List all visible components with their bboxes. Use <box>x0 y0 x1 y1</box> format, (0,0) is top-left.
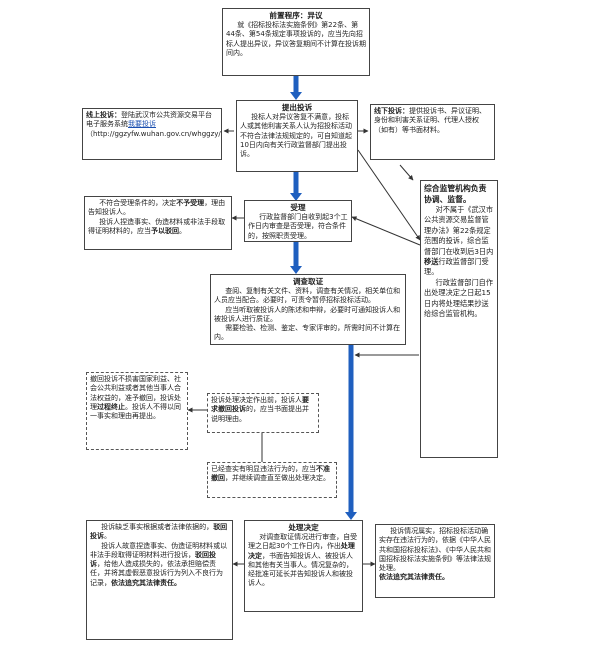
decision-text-3: ，书面告知投诉人、被投诉人和其他有关当事人。情况复杂的，经批准可延长并告知投诉人… <box>248 551 353 588</box>
main-flow-arrows <box>293 76 354 512</box>
decision-box: 处理决定 对调查取证情况进行审查，自受理之日起30个工作日内，作出处理决定，书面… <box>244 520 363 612</box>
withdraw-terminate-text-2: 过程终止 <box>97 402 125 411</box>
offline-complaint-text: 提供投诉书、异议证明、身份和利害关系证明、代理人授权（如有）等书面材料。 <box>374 107 486 134</box>
investigate-title: 调查取证 <box>292 277 324 286</box>
violation-text-2: 依法追究其法律责任。 <box>379 573 449 582</box>
accept-box: 受理 行政监督部门自收到起3个工作日内审查是否受理，符合条件的，按照职责受理。 <box>244 200 352 242</box>
supervision-text-3: 行政监督部门自作出处理决定之日起15日内将处理结果抄送给综合监管机构。 <box>424 277 494 319</box>
transfer-text: 移送 <box>424 257 439 267</box>
withdraw-request-box: 投诉处理决定作出前，投诉人要求撤回投诉的，应当书面提出并说明理由。 <box>207 393 319 433</box>
reject-text-6: 。 <box>179 226 186 235</box>
reject-text-3: ，理由告知投诉人。 <box>88 199 226 217</box>
investigate-text-2: 应当听取被投诉人的陈述和申辩，必要时可通知投诉人和被投诉人进行质证。 <box>214 305 401 323</box>
withdraw-request-text-2: 要求撤回投诉 <box>211 396 309 414</box>
dismiss-complaint-box: 投诉缺乏事实根据或者法律依据的，驳回投诉。 投诉人故意捏造事实、伪造证明材料或以… <box>86 520 233 640</box>
investigate-box: 调查取证 查阅、复制有关文件、资料，调查有关情况，相关单位和人员应当配合。必要时… <box>210 274 406 345</box>
no-withdraw-text-3: ，并继续调查直至做出处理决定。 <box>225 474 330 483</box>
dismiss-text-3: 。 <box>104 532 111 541</box>
violation-text-1: 投诉情况属实，招标投标活动确实存在违法行为的，依据《中华人民共和国招标投标法》、… <box>379 527 491 573</box>
submit-complaint-title: 提出投诉 <box>281 103 313 112</box>
dismiss-text-2: 驳回投诉 <box>90 523 228 541</box>
side-connectors <box>187 128 421 567</box>
investigate-text-3: 需要检验、检测、鉴定、专家评审的，所需时间不计算在内。 <box>214 324 401 342</box>
no-withdraw-text-1: 已经查实有明显违法行为的，应当 <box>211 465 316 473</box>
dismiss-text-5: 驳回投诉 <box>90 550 216 569</box>
online-complaint-box: 线上投诉：登陆武汉市公共资源交易平台电子服务系统我要投诉（http://ggzy… <box>82 108 222 160</box>
decision-title: 处理决定 <box>288 523 319 532</box>
supervision-text-2: 行政监督部门受理。 <box>424 257 489 277</box>
supervision-box: 综合监管机构负责协调、监督。 对不属于《武汉市公共资源交易监督管理办法》第22条… <box>420 180 498 458</box>
online-complaint-text: 登陆武汉市公共资源交易平台电子服务系统 <box>86 111 212 129</box>
supervision-title: 综合监管机构负责协调、监督。 <box>424 184 487 204</box>
pre-procedure-box: 前置程序：异议 就《招标投标法实施条例》第22条、第44条、第54条规定事项投诉… <box>222 8 370 76</box>
reject-text-2: 不予受理 <box>176 199 205 207</box>
withdraw-terminate-text-3: 。投诉人不得以同一事实和理由再提出。 <box>90 402 181 421</box>
submit-complaint-box: 提出投诉 投标人对异议答复不满意，投标人或其他利害关系人认为招投标活动不符合法律… <box>236 100 358 172</box>
pre-procedure-title: 前置程序：异议 <box>269 11 323 20</box>
dismiss-text-6: ，给他人造成损失的，依法承担赔偿责任，并将其虚假恶意投诉行为列入不良行为记录， <box>90 560 223 587</box>
main-flow-arrowheads <box>290 92 357 520</box>
pre-procedure-text: 就《招标投标法实施条例》第22条、第44条、第54条规定事项投诉的，应当先向招标… <box>226 21 366 57</box>
withdraw-terminate-box: 撤回投诉不损害国家利益、社会公共利益或者其他当事人合法权益的，准予撤回，投诉处理… <box>86 372 188 450</box>
supervision-text-1: 对不属于《武汉市公共资源交易监督管理办法》第22条规定范围的投诉，综合监督部门在… <box>424 205 494 256</box>
reject-text-1: 不符合受理条件的，决定 <box>99 199 177 207</box>
no-withdraw-text-2: 不准撤回 <box>211 465 330 483</box>
submit-complaint-text: 投标人对异议答复不满意，投标人或其他利害关系人认为招投标活动不符合法律法规规定的… <box>240 113 352 159</box>
violation-handling-box: 投诉情况属实，招标投标活动确实存在违法行为的，依据《中华人民共和国招标投标法》、… <box>375 524 495 598</box>
offline-complaint-title: 线下投诉： <box>374 107 409 115</box>
accept-title: 受理 <box>290 203 306 212</box>
accept-text: 行政监督部门自收到起3个工作日内审查是否受理，符合条件的，按照职责受理。 <box>248 213 348 240</box>
reject-text-5: 予以驳回 <box>151 226 179 235</box>
dismiss-text-7: 依法追究其法律责任。 <box>111 578 181 587</box>
withdraw-terminate-text-1: 撤回投诉不损害国家利益、社会公共利益或者其他当事人合法权益的，准予撤回，投诉处理 <box>90 375 181 411</box>
investigate-text-1: 查阅、复制有关文件、资料，调查有关情况，相关单位和人员应当配合。必要时，可责令暂… <box>214 287 401 305</box>
online-complaint-url: （http://ggzyfw.wuhan.gov.cn/whggzy/tsjg/… <box>86 129 221 138</box>
dismiss-text-1: 投诉缺乏事实根据或者法律依据的， <box>101 523 214 531</box>
no-withdraw-box: 已经查实有明显违法行为的，应当不准撤回，并继续调查直至做出处理决定。 <box>207 462 337 498</box>
reject-box: 不符合受理条件的，决定不予受理，理由告知投诉人。 投诉人捏造事实、伪造材料或非法… <box>84 196 232 250</box>
decision-text-1: 对调查取证情况进行审查，自受理之日起30个工作日内，作出 <box>248 533 358 551</box>
online-complaint-title: 线上投诉： <box>86 111 121 119</box>
complaint-link[interactable]: 我要投诉 <box>128 120 156 129</box>
reject-text-4: 投诉人捏造事实、伪造材料或非法手段取得证明材料的，应当 <box>88 217 226 235</box>
offline-complaint-box: 线下投诉：提供投诉书、异议证明、身份和利害关系证明、代理人授权（如有）等书面材料… <box>370 104 495 160</box>
dismiss-text-4: 投诉人故意捏造事实、伪造证明材料或以非法手段取得证明材料进行投诉， <box>90 541 228 559</box>
withdraw-request-text-3: 的，应当书面提出并说明理由。 <box>211 405 309 423</box>
decision-text-2: 处理决定 <box>248 542 355 560</box>
withdraw-request-text-1: 投诉处理决定作出前，投诉人 <box>211 396 302 404</box>
